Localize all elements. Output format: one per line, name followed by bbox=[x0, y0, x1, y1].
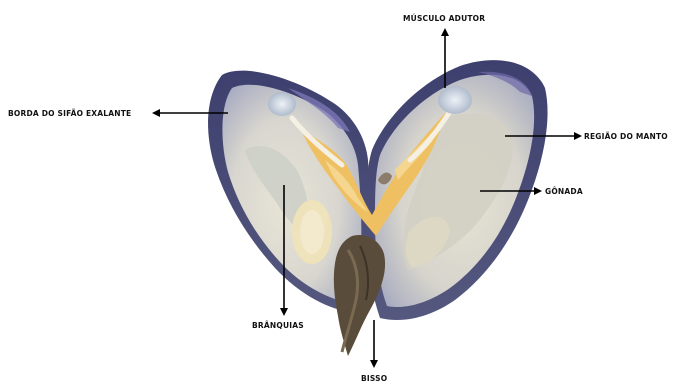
label-musculo-adutor: MÚSCULO ADUTOR bbox=[403, 14, 485, 23]
label-branquias: BRÂNQUIAS bbox=[252, 321, 304, 330]
adductor-muscle-right bbox=[438, 86, 472, 114]
label-regiao-manto: REGIÃO DO MANTO bbox=[584, 132, 668, 141]
label-gonada: GÔNADA bbox=[545, 187, 583, 196]
adductor-muscle-left bbox=[268, 92, 296, 116]
label-borda-sifao: BORDA DO SIFÃO EXALANTE bbox=[8, 109, 131, 118]
arrow-bisso bbox=[370, 320, 378, 368]
label-bisso: BISSO bbox=[361, 374, 387, 383]
